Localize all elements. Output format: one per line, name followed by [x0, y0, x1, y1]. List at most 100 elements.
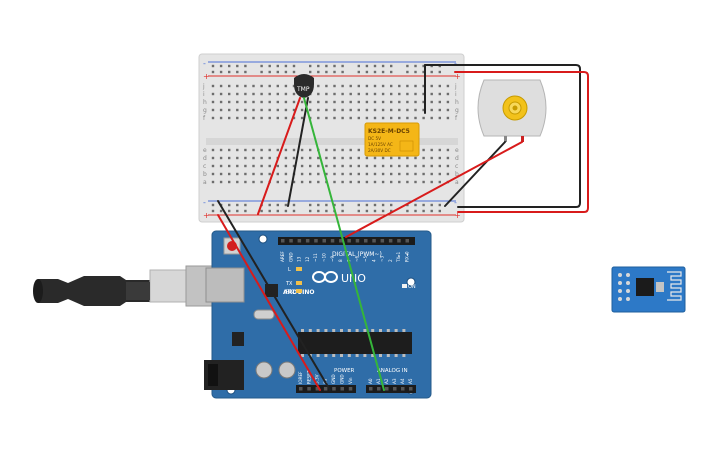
row-letter: j	[202, 83, 205, 90]
wire-motor-to-pin	[345, 141, 523, 238]
header-holes	[281, 239, 413, 391]
digital-pin-label: ~3	[380, 255, 385, 262]
digital-pin-label: ~9	[330, 255, 335, 262]
relay-symbol	[399, 140, 414, 152]
digital-pin-label: AREF	[280, 251, 285, 262]
digital-pin-label: 2	[388, 259, 393, 262]
row-letter: b	[203, 171, 207, 178]
analog-pin-label: A0	[368, 378, 373, 384]
relay-rating-1: DC 5V	[368, 136, 381, 141]
arduino-uno-board[interactable]: DIGITAL (PWM~) ARDUINO UNO POWER ANALOG …	[204, 230, 432, 399]
arduino-infinity-logo	[312, 271, 338, 283]
l-led-label: L	[288, 267, 291, 273]
l-led	[296, 267, 302, 271]
power-pin-label: Vin	[348, 377, 353, 384]
relay[interactable]: KS2E-M-DC5 DC 5V 1A/125V AC 2A/30V DC	[364, 122, 420, 157]
tmp-temperature-sensor[interactable]: TMP	[294, 74, 314, 98]
rail-plus-sign-bottom-right: +	[454, 211, 461, 220]
digital-pin-label: TX▸1	[396, 251, 401, 263]
rail-plus-sign-top-right: +	[454, 72, 461, 81]
wire-top-rail-vcc-loop	[454, 71, 589, 213]
tx-led	[296, 281, 302, 285]
wire-sensor-gnd	[287, 97, 309, 207]
relay-rating-2: 1A/125V AC	[368, 142, 393, 147]
digital-pin-label: ~6	[355, 255, 360, 262]
row-letter: j	[454, 83, 457, 90]
power-pin-label: IOREF	[298, 371, 303, 384]
digital-pin-label: 8	[338, 259, 343, 262]
row-letter: b	[455, 171, 459, 178]
power-pin-label: GND	[331, 374, 336, 384]
row-letter: h	[203, 99, 207, 106]
power-pin-label: RESET	[306, 370, 311, 384]
wire-gnd-to-arduino	[217, 200, 331, 391]
sensor-label: TMP	[296, 86, 310, 93]
digital-header	[278, 237, 415, 245]
row-letter: g	[203, 107, 207, 114]
wire-sensor-signal	[303, 97, 385, 391]
row-letter: e	[455, 147, 459, 154]
row-letter: a	[203, 179, 207, 186]
analog-pin-label: A3	[392, 378, 397, 384]
digital-pin-label: 4	[371, 259, 376, 262]
power-pin-label: GND	[340, 374, 345, 384]
rx-led-label: RX	[286, 289, 293, 295]
analog-pin-label: A4	[400, 378, 405, 384]
wire-top-rail-gnd-loop	[424, 64, 581, 208]
analog-pin-label: A1	[376, 378, 381, 384]
rail-minus-sign-top: -	[203, 59, 206, 68]
row-letter: i	[203, 91, 205, 98]
rail-minus-sign-bottom-right: -	[454, 198, 457, 207]
row-letter: d	[203, 155, 207, 162]
analog-in-label: ANALOG IN	[377, 368, 408, 374]
analog-pin-label: A5	[408, 378, 413, 384]
row-letter: e	[203, 147, 207, 154]
relay-rating-3: 2A/30V DC	[368, 148, 391, 153]
rx-led	[296, 289, 302, 293]
row-letter: i	[455, 91, 457, 98]
row-letter: g	[455, 107, 459, 114]
wires	[217, 64, 589, 391]
digital-pin-label: ~11	[313, 253, 318, 262]
rail-minus-sign-top-right: -	[454, 59, 457, 68]
row-letter: f	[203, 115, 206, 122]
tx-led-label: TX	[285, 281, 293, 287]
digital-pin-label: 12	[305, 256, 310, 262]
row-letter: a	[455, 179, 459, 186]
esp8266-module-icon[interactable]	[611, 266, 686, 313]
digital-pin-label: 13	[297, 256, 302, 262]
power-pin-label: 3.3V	[315, 374, 320, 384]
analog-pin-label: A2	[384, 378, 389, 384]
power-label: POWER	[334, 368, 355, 374]
digital-pin-label: RX◂0	[405, 251, 410, 262]
rail-minus-sign-bottom: -	[203, 198, 206, 207]
row-letter: c	[455, 163, 458, 170]
usb-socket	[205, 267, 245, 303]
relay-title: KS2E-M-DC5	[368, 128, 410, 135]
atmega-chip	[298, 332, 412, 354]
breadboard-holes	[211, 64, 450, 213]
row-letter: c	[203, 163, 206, 170]
wire-motor-gnd	[444, 141, 506, 207]
wire-sensor-vcc	[257, 97, 301, 215]
wire-5v-to-arduino	[217, 214, 321, 391]
rail-plus-sign-bottom: +	[203, 211, 210, 220]
dc-motor-icon[interactable]	[477, 79, 547, 142]
analog-header	[366, 385, 416, 393]
rail-plus-sign-top: +	[203, 72, 210, 81]
digital-pin-label: GND	[288, 252, 293, 262]
on-led	[402, 284, 407, 288]
row-letter: f	[455, 115, 458, 122]
row-letter: d	[455, 155, 459, 162]
digital-pin-label: ~10	[322, 253, 327, 262]
row-letter: h	[455, 99, 459, 106]
digital-pwm-label: DIGITAL (PWM~)	[332, 251, 382, 258]
digital-pin-label: ~5	[363, 255, 368, 262]
on-led-label: ON	[408, 284, 416, 290]
usb-cable-icon	[33, 265, 221, 307]
